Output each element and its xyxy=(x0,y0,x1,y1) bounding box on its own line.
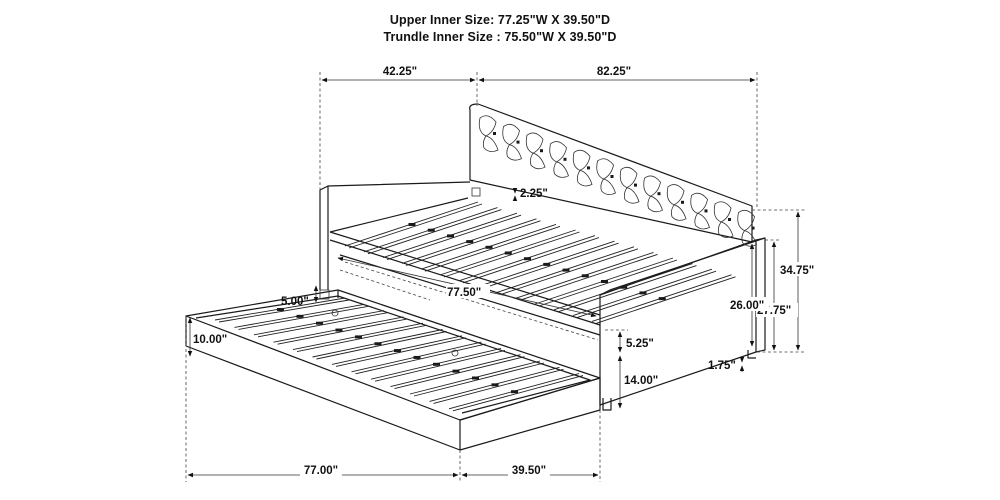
slat-clip xyxy=(639,291,647,295)
tuft-diamond xyxy=(666,184,687,221)
deck-height-label: 26.00" xyxy=(730,300,764,312)
slat-clip xyxy=(355,335,362,339)
tuft-diamond xyxy=(596,158,616,195)
slat-clip xyxy=(491,383,499,387)
slat-clip xyxy=(413,355,421,359)
tuft-button xyxy=(704,209,708,213)
slat-clip xyxy=(581,274,589,278)
tuft-diamond xyxy=(525,132,546,170)
dimension-labels: 42.25" 82.25" 2.25" 34.75" 27.75" 26.00"… xyxy=(193,63,818,477)
tuft-button xyxy=(610,175,614,178)
slat-clip xyxy=(504,251,512,255)
slat-clip xyxy=(316,321,323,325)
slat-clip xyxy=(335,328,343,332)
slat-clip xyxy=(296,314,304,318)
slat-clip xyxy=(394,349,401,353)
trundle-depth-label: 39.50" xyxy=(512,465,546,477)
slat-clip xyxy=(485,245,493,249)
tuft-button xyxy=(587,166,590,170)
tuft-diamond xyxy=(643,175,663,213)
tuft-diamond xyxy=(713,201,734,238)
slat-clip xyxy=(620,285,628,289)
trundle-height-label: 14.00" xyxy=(624,375,658,387)
top-overall-width-label: 82.25" xyxy=(597,66,631,78)
tuft-button xyxy=(728,218,731,221)
slat-clip xyxy=(543,262,551,266)
slat-clip xyxy=(447,234,454,238)
trundle-slats xyxy=(214,297,584,412)
trundle-length-label: 77.00" xyxy=(304,465,338,477)
slat-clip xyxy=(601,280,608,283)
tuft-button xyxy=(681,200,684,204)
slat-clip xyxy=(374,342,382,346)
slat-clip xyxy=(277,308,284,311)
leg-height-label: 1.75" xyxy=(708,360,736,372)
tuft-button xyxy=(493,132,496,135)
slat-clip xyxy=(466,240,474,244)
slat-clip xyxy=(452,369,460,373)
trundle-side-label: 10.00" xyxy=(193,334,227,346)
slat-clip xyxy=(658,297,666,301)
tuft-button xyxy=(634,183,637,187)
tuft-diamond xyxy=(549,141,569,178)
upper-deck-slats xyxy=(344,201,736,324)
gap-height-label: 5.25" xyxy=(626,338,654,350)
tuft-diamond xyxy=(478,115,499,152)
slat-clip xyxy=(524,257,531,261)
tuft-button xyxy=(516,140,520,144)
tuft-button xyxy=(563,157,567,161)
inner-length-label: 77.50" xyxy=(447,287,481,299)
slat-clip xyxy=(408,223,416,226)
tuft-diamond xyxy=(737,209,757,247)
tuft-button xyxy=(540,149,543,153)
slat-clip xyxy=(433,362,440,366)
tuft-button xyxy=(751,226,755,230)
tuft-button xyxy=(657,192,661,196)
tuft-diamond xyxy=(690,192,710,230)
trundle-inner-size-label: Trundle Inner Size : 75.50"W X 39.50"D xyxy=(383,30,617,44)
tuft-diamond xyxy=(619,166,640,204)
tuft-diamond xyxy=(572,149,593,187)
back-height-label: 34.75" xyxy=(780,265,814,277)
slat-clip xyxy=(511,390,518,394)
slat-clip xyxy=(562,268,570,272)
slat-clip xyxy=(427,228,435,232)
headboard-tufting xyxy=(478,115,757,247)
tuft-diamond xyxy=(502,123,522,161)
top-left-depth-label: 42.25" xyxy=(383,66,417,78)
slat-clip xyxy=(472,376,479,380)
upper-inner-size-label: Upper Inner Size: 77.25"W X 39.50"D xyxy=(389,13,611,27)
trundle-rail-label: 5.00" xyxy=(281,296,309,308)
slat-clearance-label: 2.25" xyxy=(520,188,548,200)
